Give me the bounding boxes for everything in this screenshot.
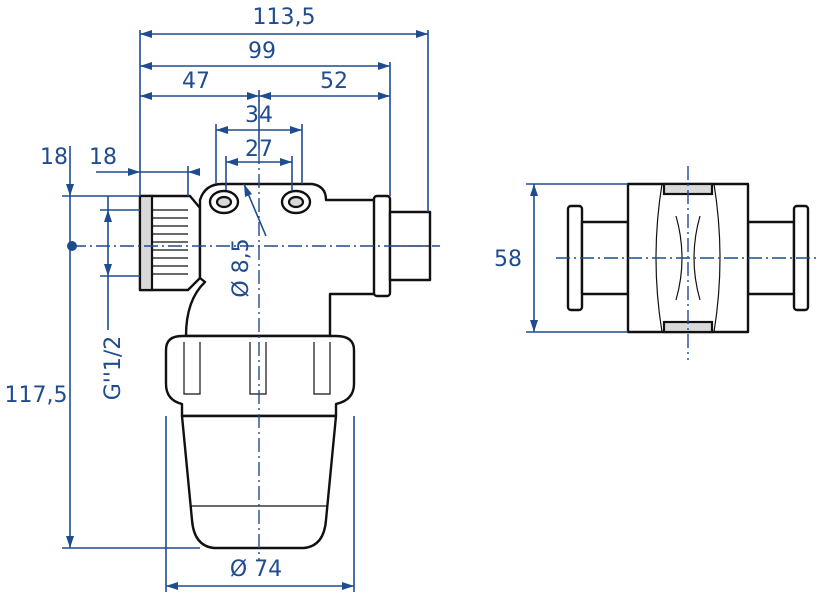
- collar-ribs: [183, 342, 331, 395]
- dim-body-length: 99: [248, 39, 276, 64]
- left-mount-hole: [215, 195, 233, 209]
- front-dimensions: 113,5 99 47 52 34 27 18 18: [5, 5, 429, 592]
- dim-thread-depth-left: 18: [40, 145, 68, 170]
- dim-bowl-diameter: Ø 74: [230, 557, 282, 582]
- dim-hole-diameter: Ø 8,5: [229, 238, 254, 297]
- bowl-collar: [164, 334, 356, 418]
- right-mount-hole: [287, 195, 305, 209]
- dim-total-height: 117,5: [5, 383, 68, 408]
- dim-left-segment: 47: [182, 69, 210, 94]
- dim-thread-depth: 18: [89, 145, 117, 170]
- reference-dot: [67, 241, 77, 251]
- head-body: [184, 182, 386, 338]
- thread-lines: [152, 209, 188, 275]
- dim-overall-length: 113,5: [253, 5, 316, 30]
- dim-boss-outer: 34: [245, 103, 273, 128]
- dim-side-height: 58: [494, 247, 522, 272]
- dim-thread-size: G''1/2: [101, 336, 126, 401]
- front-view: [67, 150, 440, 560]
- side-view: [556, 166, 820, 360]
- dim-boss-inner: 27: [245, 137, 273, 162]
- dim-right-segment: 52: [320, 69, 348, 94]
- side-dimensions: 58: [494, 183, 628, 333]
- inlet-flange: [138, 194, 154, 292]
